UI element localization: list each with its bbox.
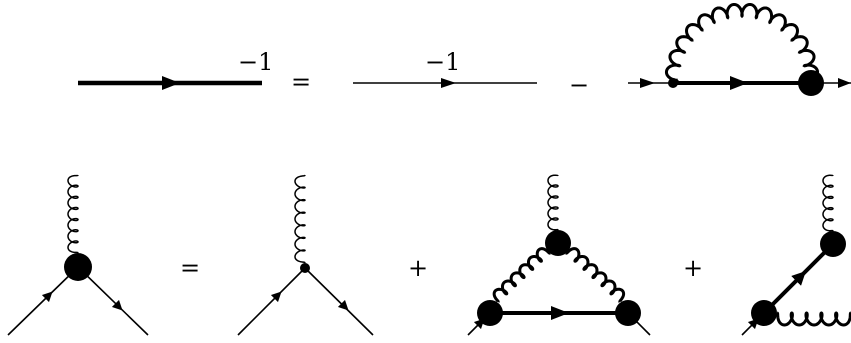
plus-sign-2: + [683,254,703,282]
bare-vertex-dot [668,78,678,88]
internal-gluon-horizontal [776,311,851,327]
bare-vertex-dot [300,263,310,273]
quark-propagator-equation: −1 = −1 − [78,2,851,99]
outgoing-quark-line [304,267,374,336]
equals-sign-1: = [291,68,311,96]
internal-gluon-left [492,247,551,303]
dressed-vertex-blob-top [820,231,846,257]
external-gluon-line [67,174,79,254]
external-gluon-line [822,174,834,232]
bare-quark-gluon-vertex [237,174,374,336]
abelian-triangle-correction [741,174,851,336]
minus-sign: − [569,71,589,99]
dressed-vertex-blob-left [477,300,503,326]
dressed-vertex-blob-left [751,300,777,326]
quark-self-energy-diagram [628,2,851,96]
plus-sign-1: + [408,254,428,282]
incoming-quark-line [237,267,306,336]
external-gluon-line [294,174,306,264]
internal-gluon-right [565,247,626,303]
external-gluon-line [547,174,559,231]
free-inverse-exponent: −1 [425,48,460,76]
full-quark-gluon-vertex [7,174,149,336]
dressed-vertex-blob [64,253,92,281]
dressed-vertex-blob-right [615,300,641,326]
internal-quark-line [762,242,835,315]
bare-quark-propagator [353,78,537,88]
self-energy-gluon-loop [664,2,820,82]
outgoing-quark-line [77,266,149,336]
incoming-quark-line [7,266,79,336]
dressed-three-gluon-vertex [545,230,571,256]
quark-gluon-vertex-equation: = + + [7,174,851,336]
lhs-inverse-exponent: −1 [238,48,273,76]
full-quark-propagator [78,76,262,90]
dressed-vertex-blob [798,70,824,96]
non-abelian-triangle-correction [467,174,651,336]
equals-sign-2: = [180,254,200,282]
